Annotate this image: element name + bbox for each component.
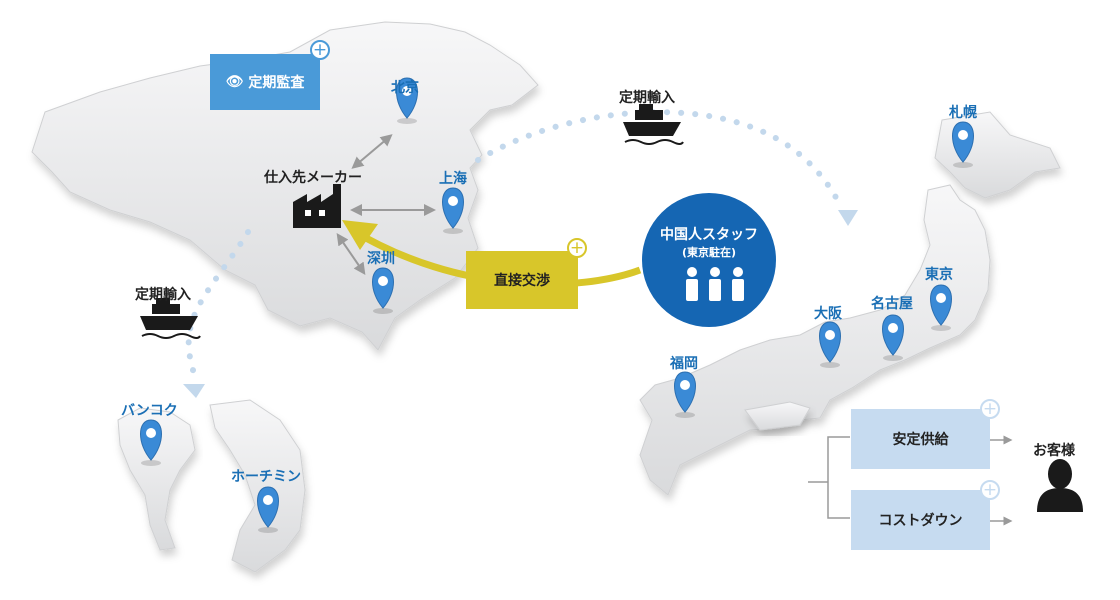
- vietnam-map: [209, 399, 306, 573]
- pin-bangkok-icon: [140, 419, 162, 466]
- japan-map: [639, 184, 991, 496]
- supplier-label: 仕入先メーカー: [264, 170, 362, 186]
- factory-icon: [293, 184, 341, 228]
- city-label-nagoya: 名古屋: [871, 296, 913, 312]
- direct-plus-icon[interactable]: +: [567, 238, 587, 258]
- city-label-fukuoka: 福岡: [670, 356, 698, 372]
- direct-arrow-head: [342, 220, 378, 250]
- thailand-map: [117, 407, 196, 551]
- pin-fukuoka-icon: [674, 371, 696, 418]
- audit-box: 👁 定期監査: [210, 54, 320, 110]
- eye-icon: 👁: [225, 74, 244, 90]
- staff-subtitle: (東京駐在): [681, 246, 737, 259]
- arrow-shenzhen-supplier: [336, 233, 366, 275]
- city-label-hochiminh: ホーチミン: [231, 469, 301, 485]
- customer-person-icon: [1037, 459, 1083, 512]
- pin-nagoya-icon: [882, 314, 904, 361]
- city-label-tokyo: 東京: [925, 267, 953, 283]
- distribution-bracket: [808, 436, 850, 519]
- direct-negotiation-box: 直接交渉: [466, 251, 578, 309]
- city-label-beijing: 北京: [391, 80, 419, 96]
- city-label-shanghai: 上海: [439, 171, 467, 187]
- stable-plus-icon[interactable]: +: [980, 399, 1000, 419]
- cost-plus-icon[interactable]: +: [980, 480, 1000, 500]
- city-label-sapporo: 札幌: [949, 105, 977, 121]
- city-label-bangkok: バンコク: [121, 403, 178, 419]
- pin-shanghai-icon: [442, 187, 464, 234]
- import-label-top: 定期輸入: [619, 90, 675, 106]
- import-route-top-arrowhead: [838, 210, 858, 226]
- import-route-left-arrowhead: [183, 384, 205, 398]
- arrow-beijing-supplier: [351, 134, 393, 169]
- city-label-shenzhen: 深圳: [367, 251, 395, 267]
- cost-down-box: コストダウン: [851, 490, 990, 550]
- ship-icon-left: [140, 298, 201, 339]
- ship-icon-top: [623, 104, 684, 145]
- audit-label: 定期監査: [248, 75, 305, 91]
- pin-shenzhen-icon: [372, 267, 394, 314]
- customer-label: お客様: [1033, 443, 1075, 459]
- import-label-left: 定期輸入: [135, 287, 191, 303]
- staff-title: 中国人スタッフ: [660, 227, 758, 243]
- pin-hochiminh-icon: [257, 486, 279, 533]
- shikoku-map: [744, 401, 811, 431]
- pin-osaka-icon: [819, 321, 841, 368]
- audit-plus-icon[interactable]: +: [310, 40, 330, 60]
- pin-tokyo-icon: [930, 284, 952, 331]
- import-route-top: [475, 109, 843, 208]
- cost-label: コストダウン: [878, 513, 963, 529]
- direct-label: 直接交渉: [494, 273, 550, 289]
- pin-sapporo-icon: [952, 121, 974, 168]
- stable-supply-box: 安定供給: [851, 409, 990, 469]
- stable-label: 安定供給: [892, 432, 949, 448]
- city-label-osaka: 大阪: [814, 306, 842, 322]
- pin-beijing-icon: [396, 77, 418, 124]
- staff-people-icon: [686, 267, 744, 301]
- staff-circle: [642, 193, 776, 327]
- hokkaido-map: [934, 111, 1061, 199]
